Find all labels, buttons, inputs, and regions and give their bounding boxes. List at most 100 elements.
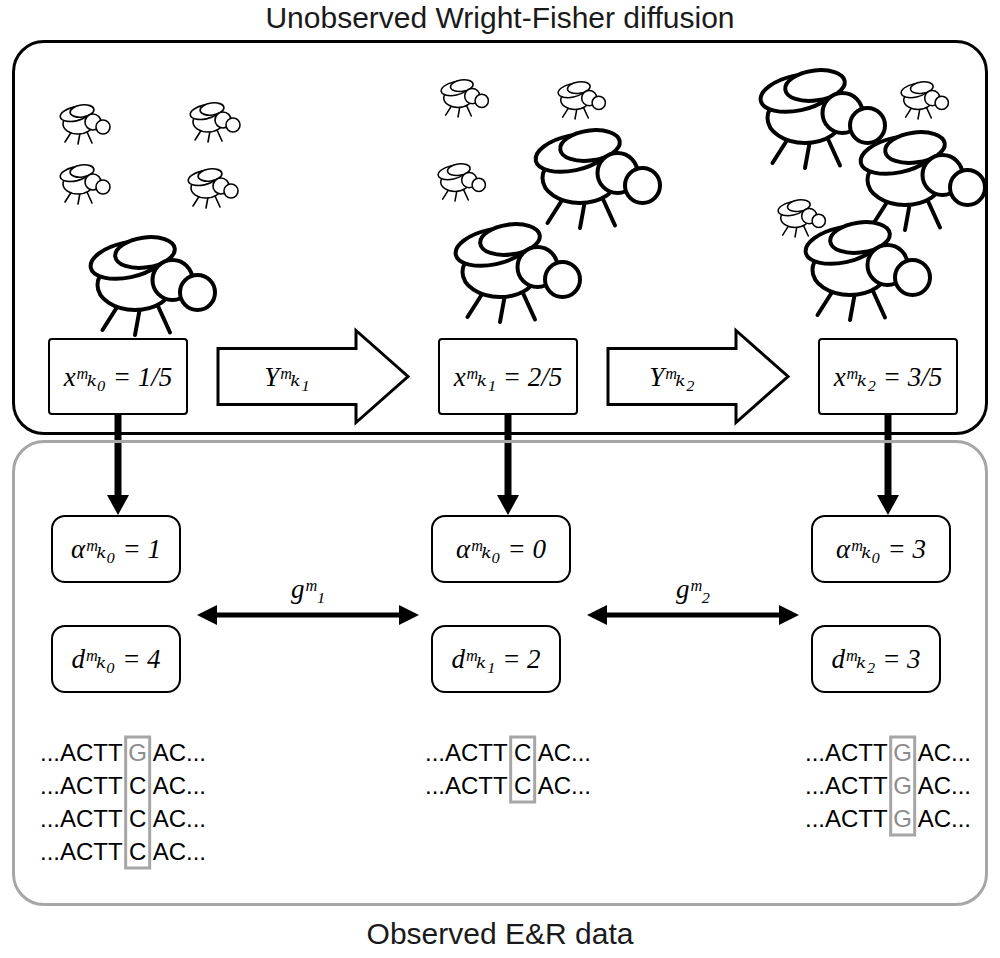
block-arrow bbox=[218, 331, 408, 423]
sequence-flank: ...ACTT bbox=[805, 739, 888, 766]
sequence-read: ...ACTTGAC... bbox=[805, 804, 971, 834]
sequence-flank: ...ACTT bbox=[40, 739, 123, 766]
small-fly bbox=[59, 103, 110, 144]
math-label: αᵐₖ₀ = 3 bbox=[836, 533, 926, 565]
edge-label: gᵐ₁ bbox=[288, 574, 328, 605]
sequence-flank: AC... bbox=[153, 838, 206, 865]
sequence-flank: AC... bbox=[538, 739, 591, 766]
sequence-flank: AC... bbox=[153, 772, 206, 799]
sequence-read: ...ACTTCAC... bbox=[425, 771, 591, 801]
sequence-flank: ...ACTT bbox=[40, 805, 123, 832]
link-line bbox=[215, 613, 401, 618]
large-fly bbox=[857, 128, 985, 230]
small-fly bbox=[900, 80, 949, 119]
sequence-flank: ...ACTT bbox=[425, 739, 508, 766]
edge-label: Yᵐₖ₁ bbox=[261, 361, 313, 393]
allele-letter: C bbox=[128, 771, 148, 801]
large-fly bbox=[802, 218, 930, 320]
down-arrow-shaft bbox=[885, 415, 892, 497]
sequence-read: ...ACTTGAC... bbox=[805, 771, 971, 801]
math-label: dᵐₖ₁ = 2 bbox=[451, 643, 540, 675]
sequence-flank: AC... bbox=[918, 805, 971, 832]
edge-label: gᵐ₂ bbox=[673, 574, 713, 605]
math-label: dᵐₖ₀ = 4 bbox=[71, 643, 160, 675]
sequence-read: ...ACTTGAC... bbox=[40, 738, 206, 768]
sequence-flank: ...ACTT bbox=[40, 838, 123, 865]
state-box: xᵐₖ₁ = 2/5 bbox=[438, 338, 578, 415]
math-label: αᵐₖ₀ = 0 bbox=[456, 533, 546, 565]
down-arrow-shaft bbox=[115, 415, 122, 497]
data-box: αᵐₖ₀ = 1 bbox=[51, 515, 181, 583]
region-caption: Observed E&R data bbox=[15, 917, 985, 951]
sequence-read: ...ACTTCAC... bbox=[40, 804, 206, 834]
transition-arrow bbox=[608, 331, 788, 423]
small-fly bbox=[557, 80, 606, 119]
arrow-head bbox=[497, 495, 519, 515]
large-fly bbox=[532, 126, 660, 228]
connector bbox=[877, 415, 899, 515]
state-box: xᵐₖ₀ = 1/5 bbox=[48, 338, 188, 415]
allele-frame bbox=[511, 737, 535, 802]
small-fly bbox=[437, 162, 486, 201]
data-box: dᵐₖ₂ = 3 bbox=[811, 625, 941, 693]
region-title: Unobserved Wright-Fisher diffusion bbox=[15, 1, 985, 35]
allele-letter: C bbox=[128, 804, 148, 834]
math-label: xᵐₖ₀ = 1/5 bbox=[64, 361, 173, 393]
region-panel: Observed E&R dataαᵐₖ₀ = 1dᵐₖ₀ = 4αᵐₖ₀ = … bbox=[12, 440, 988, 906]
sequence-flank: AC... bbox=[153, 805, 206, 832]
down-arrow-shaft bbox=[505, 415, 512, 497]
edge-label: Yᵐₖ₂ bbox=[646, 361, 698, 393]
sequence-read: ...ACTTCAC... bbox=[40, 771, 206, 801]
arrow-head bbox=[197, 605, 217, 625]
allele-letter: C bbox=[513, 771, 533, 801]
math-label: dᵐₖ₂ = 3 bbox=[831, 643, 920, 675]
arrow-head bbox=[779, 605, 799, 625]
allele-letter: C bbox=[128, 837, 148, 867]
math-label: xᵐₖ₁ = 2/5 bbox=[454, 361, 563, 393]
sequence-flank: ...ACTT bbox=[425, 772, 508, 799]
sequence-flank: AC... bbox=[918, 772, 971, 799]
allele-letter: C bbox=[513, 738, 533, 768]
data-box: dᵐₖ₁ = 2 bbox=[431, 625, 561, 693]
small-fly bbox=[189, 101, 240, 142]
arrow-head bbox=[587, 605, 607, 625]
arrow-head bbox=[107, 495, 129, 515]
math-label: αᵐₖ₀ = 1 bbox=[71, 533, 161, 565]
large-fly bbox=[87, 233, 215, 335]
connector bbox=[587, 605, 799, 625]
math-label: xᵐₖ₂ = 3/5 bbox=[834, 361, 943, 393]
arrow-head bbox=[399, 605, 419, 625]
sequence-flank: AC... bbox=[538, 772, 591, 799]
state-box: xᵐₖ₂ = 3/5 bbox=[818, 338, 958, 415]
region-panel: Unobserved Wright-Fisher diffusionxᵐₖ₀ =… bbox=[12, 40, 988, 435]
sequence-read: ...ACTTCAC... bbox=[425, 738, 591, 768]
sequence-flank: ...ACTT bbox=[805, 805, 888, 832]
sequence-flank: AC... bbox=[918, 739, 971, 766]
allele-letter: G bbox=[893, 771, 913, 801]
data-box: dᵐₖ₀ = 4 bbox=[51, 625, 181, 693]
sequence-flank: ...ACTT bbox=[805, 772, 888, 799]
block-arrow bbox=[608, 331, 788, 423]
data-box: αᵐₖ₀ = 0 bbox=[431, 515, 571, 583]
allele-frame bbox=[891, 737, 915, 835]
allele-frame bbox=[126, 737, 150, 868]
small-fly bbox=[187, 167, 238, 208]
sequence-flank: ...ACTT bbox=[40, 772, 123, 799]
connector bbox=[197, 605, 419, 625]
transition-arrow bbox=[218, 331, 408, 423]
allele-letter: G bbox=[893, 738, 913, 768]
allele-letter: G bbox=[128, 738, 148, 768]
arrow-head bbox=[877, 495, 899, 515]
sequence-flank: AC... bbox=[153, 739, 206, 766]
allele-letter: G bbox=[893, 804, 913, 834]
link-line bbox=[605, 613, 781, 618]
small-fly bbox=[59, 163, 110, 204]
sequence-read: ...ACTTGAC... bbox=[805, 738, 971, 768]
small-fly bbox=[440, 78, 489, 117]
large-fly bbox=[452, 220, 580, 322]
small-fly bbox=[777, 198, 826, 237]
sequence-read: ...ACTTCAC... bbox=[40, 837, 206, 867]
connector bbox=[497, 415, 519, 515]
data-box: αᵐₖ₀ = 3 bbox=[811, 515, 951, 583]
